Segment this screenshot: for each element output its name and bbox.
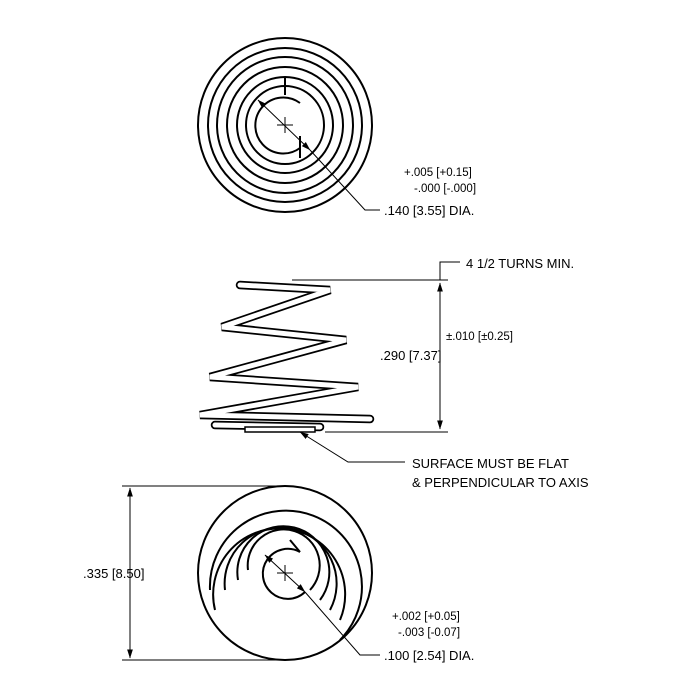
top-view-coil-ring [216,56,354,194]
spring-coils [199,280,375,432]
top-view-inner-bore [254,96,301,155]
turns-label: 4 1/2 TURNS MIN. [466,256,574,271]
top-view: +.005 [+0.15] -.000 [-.000] .140 [3.55] … [197,37,476,218]
bottom-view-diameter-label: .100 [2.54] DIA. [384,648,474,663]
surface-note-line1: SURFACE MUST BE FLAT [412,456,569,471]
outer-dimension-label: .335 [8.50] [83,566,144,581]
surface-note-line2: & PERPENDICULAR TO AXIS [412,475,589,490]
ground-flat-surface [244,426,316,433]
top-view-coil-ring [207,47,363,203]
side-view: 4 1/2 TURNS MIN. ±.010 [±0.25] .290 [7.3… [199,256,589,490]
bottom-view-diameter-leader [304,591,380,656]
top-view-diameter-leader [309,149,380,211]
bottom-view-coil-spiral [236,525,331,601]
bottom-view-wire-end [289,539,301,553]
top-view-tolerance-minus: -.000 [-.000] [414,183,476,195]
top-view-diameter-arrow [257,99,311,151]
height-label: .290 [7.37] [380,348,441,363]
bottom-view-coil-spiral [223,526,338,611]
top-view-coil-ring [226,66,344,184]
bottom-view-coil-spiral [212,527,347,621]
top-view-diameter-label: .140 [3.55] DIA. [384,203,474,218]
bottom-view-tolerance-plus: +.002 [+0.05] [392,611,460,623]
top-view-tolerance-plus: +.005 [+0.15] [404,167,472,179]
surface-note-leader [299,431,405,463]
bottom-view-coil-spiral [246,528,321,591]
top-view-coil-ring [236,76,334,174]
bottom-view-diameter-arrow [264,554,306,593]
bottom-view: +.002 [+0.05] -.003 [-0.07] .100 [2.54] … [83,485,474,663]
height-tolerance: ±.010 [±0.25] [446,331,513,343]
bottom-view-coil-spiral [208,509,363,641]
turns-leader [439,261,460,280]
bottom-view-tolerance-minus: -.003 [-0.07] [398,627,460,639]
bottom-view-inner-bore [261,547,306,600]
top-view-coil-ring [197,37,373,213]
